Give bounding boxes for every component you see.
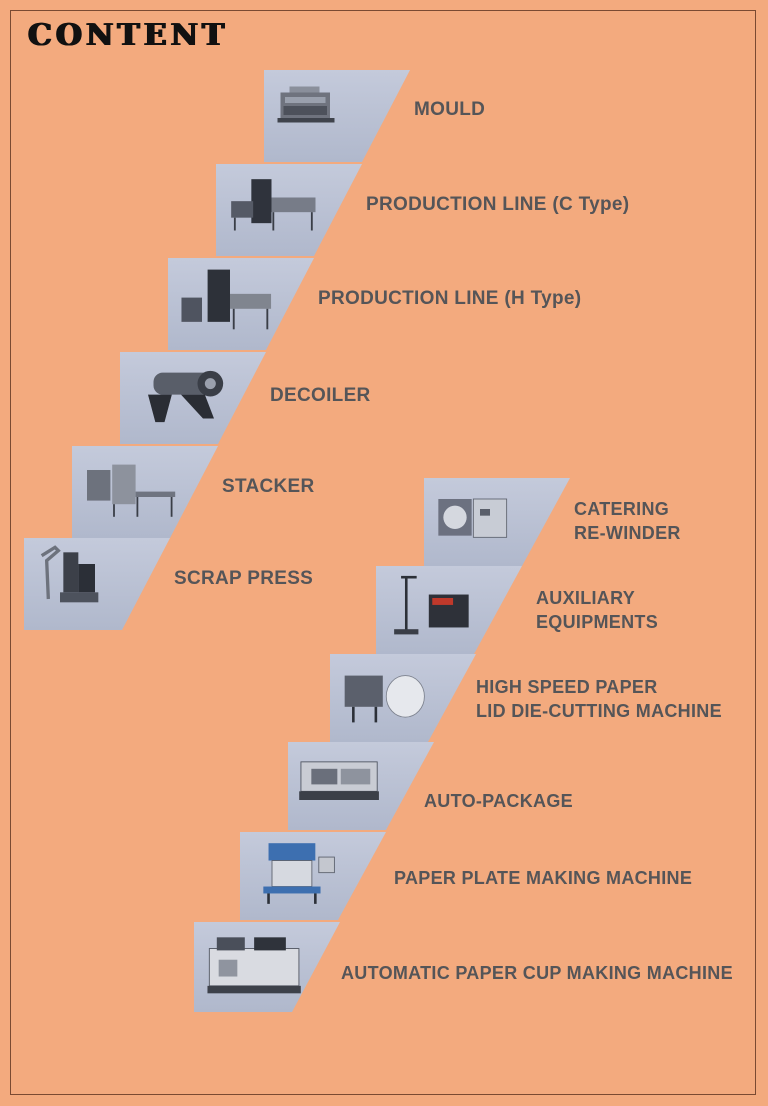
stacker-icon — [87, 464, 176, 517]
step-paper-plate[interactable] — [240, 832, 386, 920]
auxiliary-equipment-icon — [394, 575, 469, 635]
label-production-line-c: PRODUCTION LINE (C Type) — [366, 194, 630, 215]
label-scrap-press: SCRAP PRESS — [174, 568, 314, 589]
label-auto-package: AUTO-PACKAGE — [424, 791, 573, 811]
step-paper-cup[interactable] — [194, 922, 340, 1012]
rewinder-icon — [438, 498, 508, 538]
step-scrap-press[interactable] — [24, 538, 170, 630]
step-production-line-h[interactable] — [168, 258, 314, 350]
step-production-line-c[interactable] — [216, 164, 362, 256]
step-auto-package[interactable] — [288, 742, 434, 830]
step-decoiler[interactable] — [120, 352, 266, 444]
production-line-h-icon — [181, 269, 272, 330]
paper-cup-machine-icon — [207, 937, 301, 994]
die-cutting-machine-icon — [344, 675, 425, 723]
label-mould: MOULD — [414, 99, 486, 120]
auto-package-icon — [299, 761, 379, 800]
production-line-c-icon — [231, 179, 316, 231]
step-die-cutting[interactable] — [330, 654, 476, 742]
label-decoiler: DECOILER — [270, 385, 371, 406]
page-title: CONTENT — [28, 18, 229, 53]
step-stacker[interactable] — [72, 446, 218, 538]
decoiler-icon — [148, 370, 224, 423]
page-frame — [10, 10, 756, 1095]
step-catering-rewinder[interactable] — [424, 478, 570, 566]
scrap-press-icon — [40, 545, 99, 603]
label-paper-cup: AUTOMATIC PAPER CUP MAKING MACHINE — [341, 963, 733, 983]
label-production-line-h: PRODUCTION LINE (H Type) — [318, 288, 582, 309]
step-mould[interactable] — [264, 70, 410, 162]
step-auxiliary-equipments[interactable] — [376, 566, 522, 654]
mould-machine-icon — [277, 86, 335, 123]
label-paper-plate: PAPER PLATE MAKING MACHINE — [394, 868, 693, 888]
label-stacker: STACKER — [222, 476, 315, 497]
paper-plate-machine-icon — [263, 843, 335, 904]
